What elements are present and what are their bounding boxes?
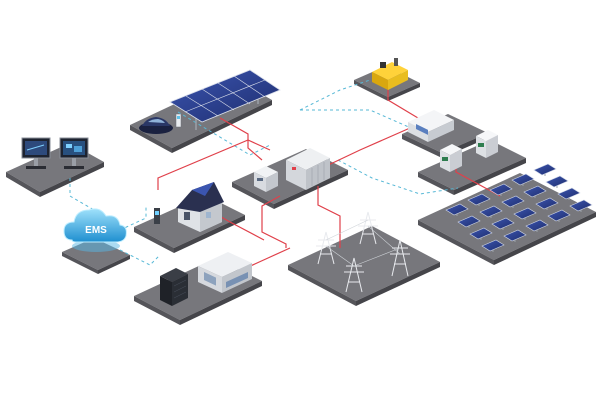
platform-workstations [6, 143, 104, 197]
solar-panel [467, 193, 491, 206]
transmission-wires [325, 219, 401, 267]
data-links [69, 79, 459, 266]
solar-panel [545, 175, 569, 188]
power-link-cabinet-inverters [321, 127, 411, 169]
cabinet-unit [286, 148, 330, 190]
grid-inverters [408, 110, 498, 172]
solar-carport-ev [139, 69, 281, 134]
solar-panel [513, 207, 537, 220]
electric-car [139, 117, 173, 134]
data-link-workstations-ems [69, 178, 95, 236]
solar-panel [469, 227, 493, 240]
diesel-generator [372, 58, 408, 90]
inverter-container [408, 110, 454, 142]
battery-storage-station [160, 252, 252, 306]
ems-label: EMS [85, 225, 107, 236]
solar-panel [489, 183, 513, 196]
solar-panel [501, 195, 525, 208]
carport-solar-canopy [169, 69, 281, 123]
platform-solar-farm [418, 173, 596, 265]
solar-panel [491, 217, 515, 230]
power-link-house [157, 139, 271, 190]
solar-farm [445, 163, 593, 252]
cloud-shape [63, 208, 127, 243]
solar-panel [557, 187, 581, 200]
pylon-3 [344, 257, 364, 293]
residential-house-ev-charger [154, 182, 224, 232]
solar-panel [525, 219, 549, 232]
power-link-cabinet-grid [317, 186, 341, 248]
data-link-ems-house [119, 206, 147, 231]
monitor-right [59, 137, 89, 169]
solar-panel [547, 209, 571, 222]
house [176, 182, 224, 232]
platforms [6, 66, 596, 325]
solar-panel [523, 185, 547, 198]
power-link-carport [219, 117, 263, 161]
data-link-ems-storage [119, 249, 161, 266]
platform-grid [288, 226, 440, 306]
solar-panel [569, 199, 593, 212]
ev-charger-home [154, 208, 160, 224]
solar-panel [503, 229, 527, 242]
solar-panel [533, 163, 557, 176]
battery-rack [160, 268, 188, 306]
data-link-carport-cabinet [177, 111, 271, 156]
inverter-right [476, 130, 498, 158]
data-link-generator [299, 79, 371, 111]
data-link-farm [337, 159, 459, 195]
power-conversion-cabinet [254, 148, 330, 192]
power-link-grid-storage [245, 247, 291, 269]
data-link-cabinet-inverters [300, 109, 421, 133]
solar-panel [535, 197, 559, 210]
transmission-grid [316, 211, 410, 293]
inverter-left [440, 144, 462, 172]
solar-panel [457, 215, 481, 228]
solar-panel [481, 239, 505, 252]
solar-panel [479, 205, 503, 218]
ev-charger-carport [175, 113, 182, 128]
storage-container [198, 252, 252, 293]
monitor-left [21, 137, 51, 169]
metering-box [254, 166, 278, 192]
monitoring-workstations [21, 137, 89, 169]
ems-cloud[interactable]: EMS [63, 208, 127, 252]
power-link-cabinet-storage [261, 195, 287, 248]
solar-panel [445, 203, 469, 216]
solar-panel [511, 173, 535, 186]
